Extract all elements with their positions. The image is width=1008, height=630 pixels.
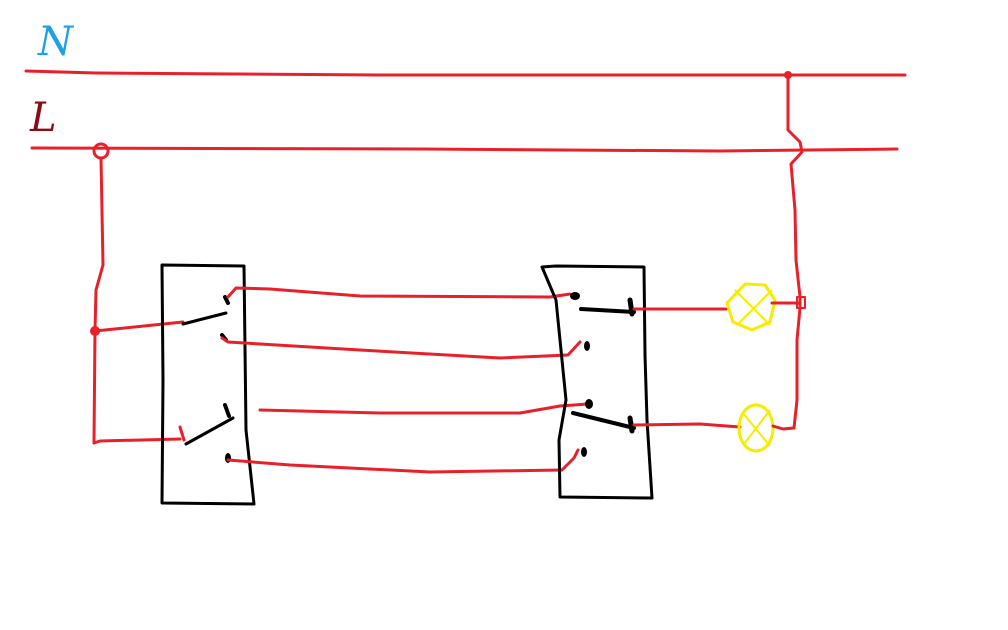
right-switch-box xyxy=(540,264,654,500)
left-lower-contact-1 xyxy=(223,403,231,418)
lamp-lower-return xyxy=(771,398,799,431)
right-lower-contact-1 xyxy=(585,399,593,409)
traveller-4 xyxy=(226,448,580,474)
feed-to-lower-contact xyxy=(92,437,182,445)
left-upper-lever xyxy=(181,311,228,326)
lamp-upper xyxy=(725,282,777,332)
neutral-drop-wire xyxy=(786,73,804,402)
right-upper-terminal xyxy=(627,297,635,317)
right-upper-contact-1 xyxy=(570,292,580,300)
live-label: L xyxy=(30,95,57,141)
feed-to-upper-contact xyxy=(93,320,185,333)
neutral-label: N xyxy=(38,19,73,65)
right-lower-lever xyxy=(571,411,636,430)
live-feed-wire xyxy=(92,156,105,445)
left-switch-box xyxy=(160,263,256,506)
neutral-busbar xyxy=(24,69,907,77)
left-upper-contact-1 xyxy=(223,295,230,305)
traveller-2 xyxy=(220,336,582,360)
switched-line-lower xyxy=(632,422,742,429)
traveller-1 xyxy=(226,286,572,299)
left-lower-pivot xyxy=(178,425,186,442)
right-upper-contact-2 xyxy=(584,341,590,351)
live-junction xyxy=(92,142,110,160)
right-lower-contact-2 xyxy=(581,447,587,457)
live-busbar xyxy=(30,146,899,153)
traveller-3 xyxy=(258,402,590,415)
lamp-lower xyxy=(737,403,775,453)
right-upper-lever xyxy=(579,307,636,314)
right-lower-terminal xyxy=(627,415,635,434)
left-lower-lever xyxy=(184,416,235,446)
